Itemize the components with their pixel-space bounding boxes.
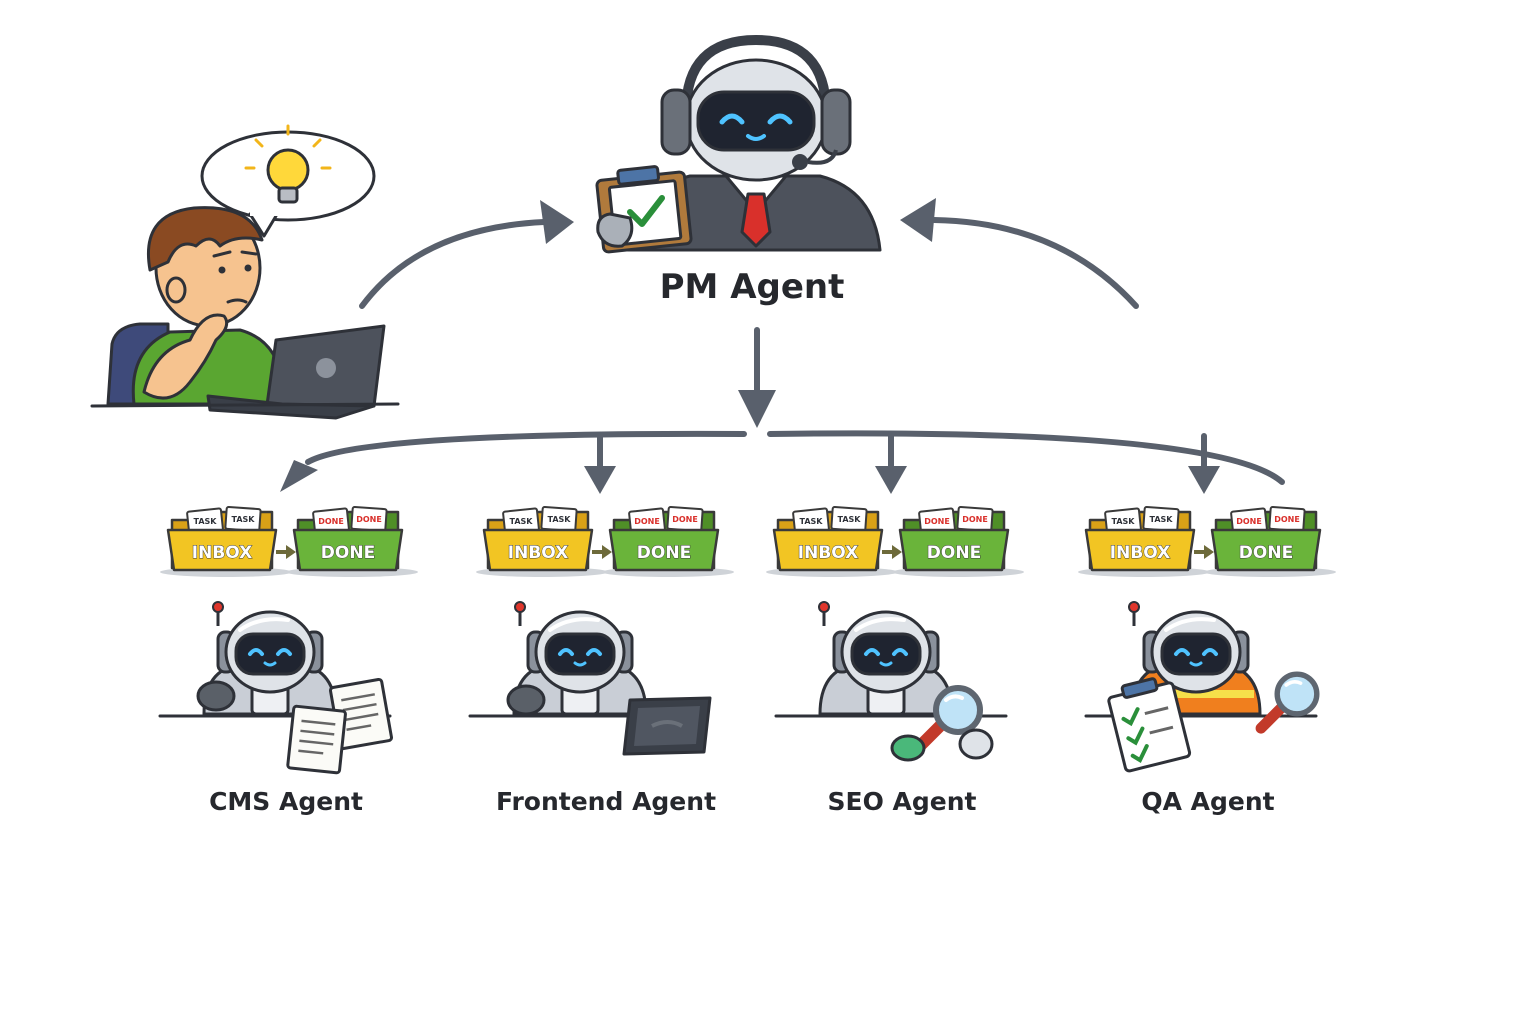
inbox-folder-slip: TASK <box>1142 505 1180 533</box>
done-folder-slip-label: DONE <box>672 515 698 524</box>
done-folder-slip-label: DONE <box>634 517 660 526</box>
user-at-laptop <box>90 124 400 420</box>
done-folder-slip: DONE <box>666 505 704 533</box>
folder-pairs: TASK TASK INBOX DONE DONE DONE TASK TASK INBOX DO… <box>160 505 1336 577</box>
folder-pair-frontend: TASK TASK INBOX DONE DONE DONE <box>476 505 734 577</box>
robot-with-headset-icon <box>595 34 882 254</box>
inbox-folder: TASK TASK INBOX <box>160 505 292 577</box>
user-hand <box>142 313 229 400</box>
thought-bubble <box>200 124 376 238</box>
seo-agent-label: SEO Agent <box>828 787 977 816</box>
done-folder-slip-label: DONE <box>1236 517 1262 526</box>
qa-agent: QA Agent <box>1084 600 1317 816</box>
robot-with-documents-icon <box>158 600 394 775</box>
cms-agent-label: CMS Agent <box>209 787 363 816</box>
inbox-folder-slip-label: TASK <box>1150 515 1174 524</box>
done-folder-slip: DONE <box>350 505 388 533</box>
inbox-folder-slip-label: TASK <box>194 517 218 526</box>
done-folder: DONE DONE DONE <box>602 505 734 577</box>
inbox-folder-slip-label: TASK <box>1112 517 1136 526</box>
folder-arrow-head <box>892 545 902 559</box>
inbox-folder-slip: TASK <box>224 505 262 533</box>
user-desk <box>90 402 400 408</box>
pm-agent-label: PM Agent <box>660 267 845 307</box>
lightbulb-icon <box>244 124 332 204</box>
inbox-folder-slip: TASK <box>540 505 578 533</box>
frontend-agent-label: Frontend Agent <box>496 787 716 816</box>
done-folder-label: DONE <box>1239 543 1293 563</box>
done-folder-slip-label: DONE <box>1274 515 1300 524</box>
pm-tie <box>740 192 772 248</box>
distribution-line <box>305 430 747 465</box>
inbox-folder-slip-label: TASK <box>800 517 824 526</box>
inbox-folder-slip-label: TASK <box>838 515 862 524</box>
done-folder-slip-label: DONE <box>924 517 950 526</box>
arrow-pm-down-head <box>738 390 776 428</box>
inbox-folder-label: INBOX <box>798 543 858 563</box>
laptop-icon <box>622 696 712 756</box>
folder-pair-seo: TASK TASK INBOX DONE DONE DONE <box>766 505 1024 577</box>
done-folder-label: DONE <box>321 543 375 563</box>
folder-arrow-head <box>1204 545 1214 559</box>
inbox-folder-label: INBOX <box>508 543 568 563</box>
user-head <box>147 206 264 328</box>
done-folder-slip: DONE <box>956 505 994 533</box>
inbox-folder: TASK TASK INBOX <box>766 505 898 577</box>
qa-agent-label: QA Agent <box>1141 787 1274 816</box>
robot-with-laptop-icon <box>468 600 712 756</box>
pm-agent: PM Agent <box>595 34 882 307</box>
inbox-folder: TASK TASK INBOX <box>1078 505 1210 577</box>
arrow-to-qa-head <box>1188 466 1220 494</box>
distribution-line-right <box>767 430 1285 485</box>
done-folder-slip: DONE <box>1268 505 1306 533</box>
done-folder: DONE DONE DONE <box>1204 505 1336 577</box>
inbox-folder-slip-label: TASK <box>232 515 256 524</box>
arrow-return-to-pm-head <box>900 198 936 242</box>
frontend-agent: Frontend Agent <box>468 600 716 816</box>
folder-pair-cms: TASK TASK INBOX DONE DONE DONE <box>160 505 418 577</box>
done-folder-slip-label: DONE <box>318 517 344 526</box>
flow-arrows <box>280 198 1285 494</box>
done-folder: DONE DONE DONE <box>892 505 1024 577</box>
done-folder-label: DONE <box>927 543 981 563</box>
cms-agent: CMS Agent <box>158 600 394 816</box>
done-folder-slip-label: DONE <box>356 515 382 524</box>
folder-arrow-head <box>602 545 612 559</box>
robot-with-magnifier-icon <box>774 600 1008 762</box>
done-folder-slip-label: DONE <box>962 515 988 524</box>
done-folder: DONE DONE DONE <box>286 505 418 577</box>
done-folder-label: DONE <box>637 543 691 563</box>
inbox-folder-label: INBOX <box>192 543 252 563</box>
arrow-return-to-pm <box>931 217 1139 309</box>
arrow-user-to-pm-head <box>540 200 574 244</box>
inbox-folder-slip-label: TASK <box>510 517 534 526</box>
inbox-folder-label: INBOX <box>1110 543 1170 563</box>
arrow-to-seo-head <box>875 466 907 494</box>
checklist-icon <box>1107 677 1192 773</box>
arrow-user-to-pm <box>359 219 547 309</box>
inbox-folder-slip: TASK <box>830 505 868 533</box>
inbox-folder-slip-label: TASK <box>548 515 572 524</box>
folder-arrow-head <box>286 545 296 559</box>
inbox-folder: TASK TASK INBOX <box>476 505 608 577</box>
laptop-icon <box>206 324 386 420</box>
seo-agent: SEO Agent <box>774 600 1008 816</box>
folder-pair-qa: TASK TASK INBOX DONE DONE DONE <box>1078 505 1336 577</box>
inbox-folder-slip: TASK <box>186 507 224 535</box>
arrow-to-frontend-head <box>584 466 616 494</box>
arrow-to-cms-head <box>280 460 318 492</box>
robot-with-checklist-icon <box>1084 600 1317 773</box>
inbox-folder-slip: TASK <box>792 507 830 535</box>
